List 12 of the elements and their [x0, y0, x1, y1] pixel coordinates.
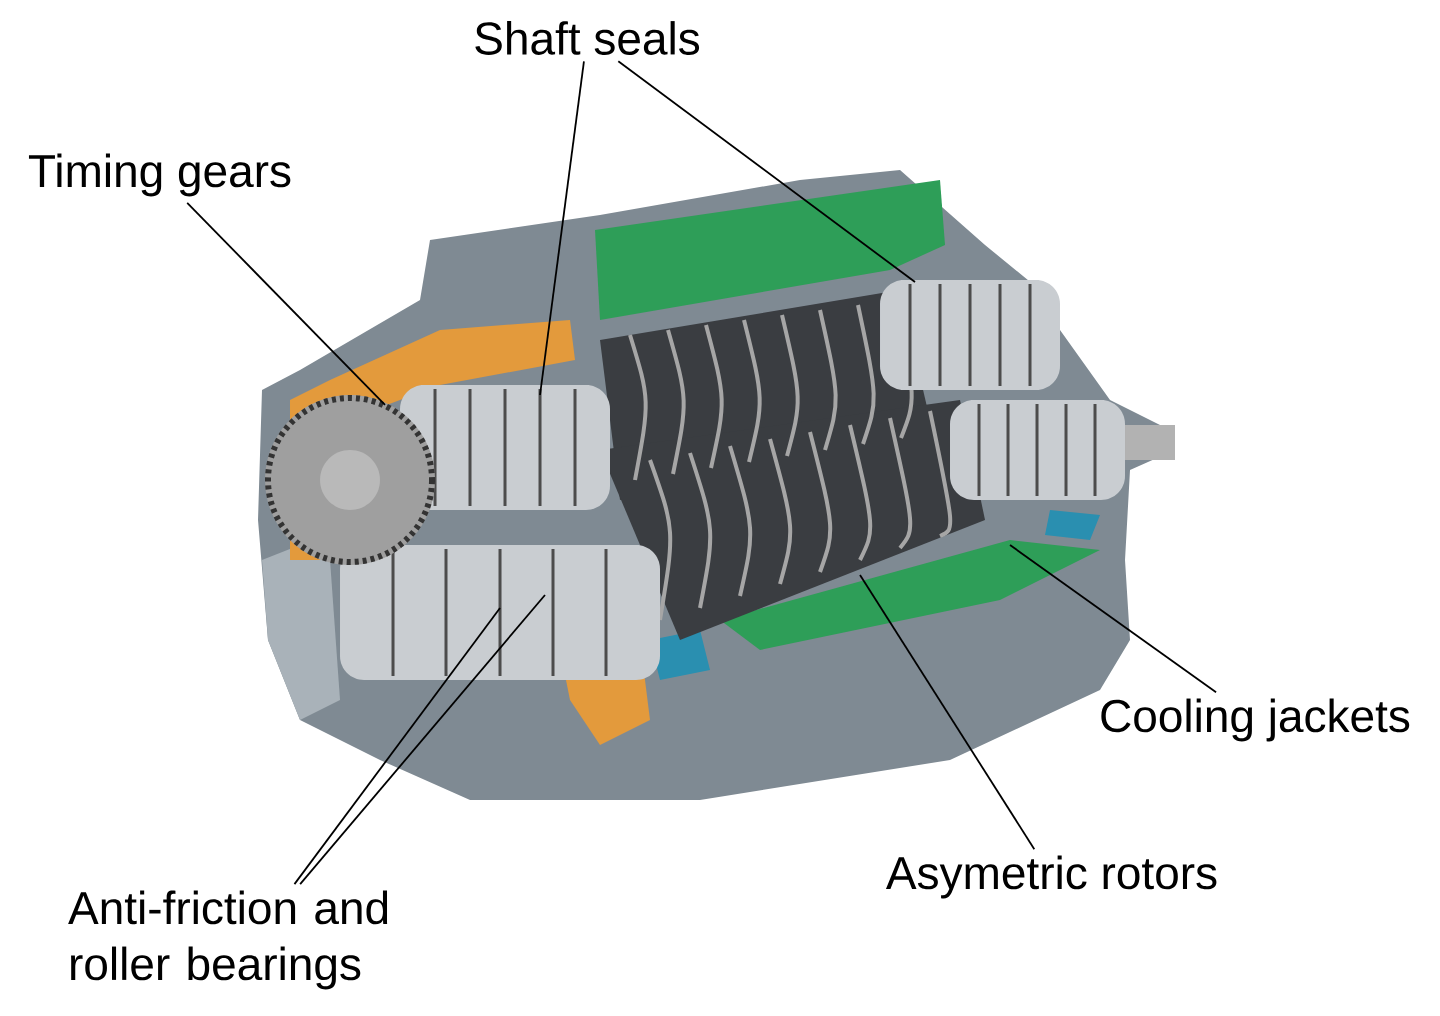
callout-label: Asymetric rotors [885, 855, 1217, 899]
callout-label: Shaft seals [475, 21, 700, 55]
callout-label: Timing gears [28, 153, 291, 197]
leader-line [539, 60, 585, 396]
leader-line [299, 594, 546, 886]
leader-line [1009, 544, 1217, 694]
callout-label: Cooling jackets [1101, 698, 1410, 742]
leader-line [293, 607, 501, 886]
leader-line [617, 60, 916, 283]
leader-line [186, 201, 386, 406]
callout-label: Anti-friction and roller bearings [68, 890, 388, 990]
leader-line [859, 574, 1036, 851]
